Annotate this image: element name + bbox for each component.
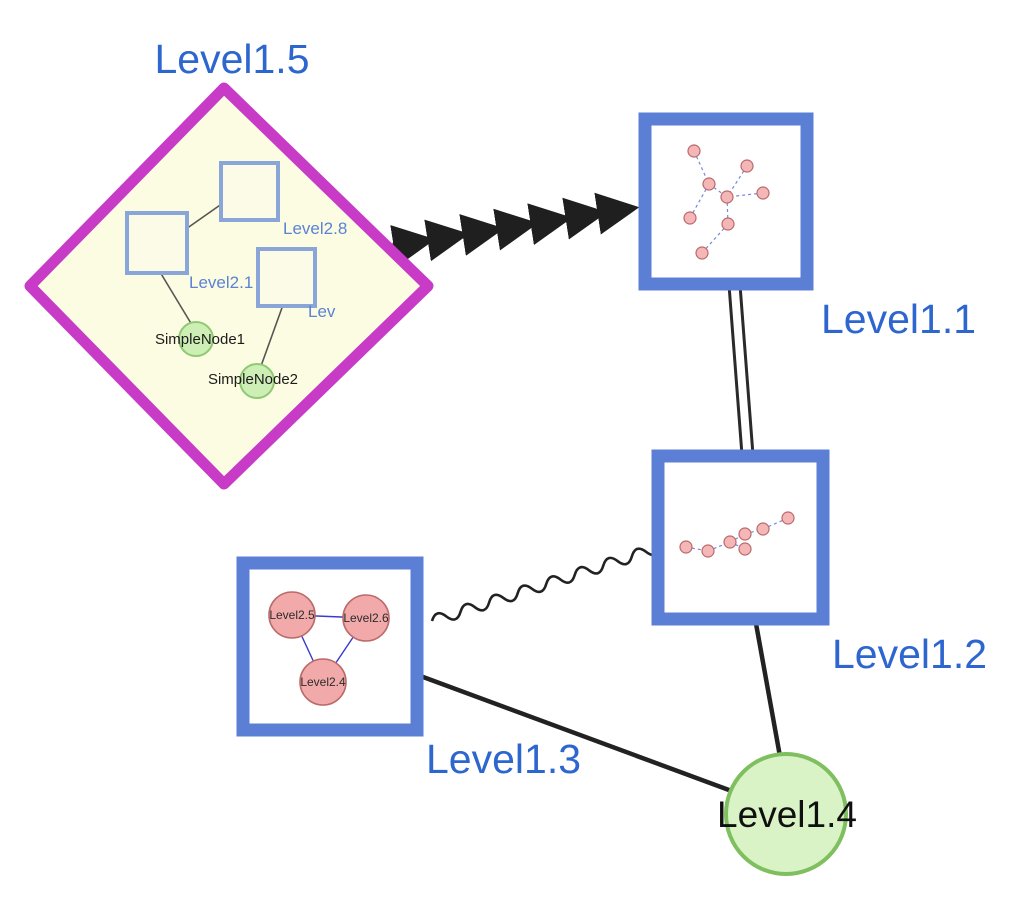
node-level1-4[interactable]: [724, 752, 848, 876]
node-lev-label: Lev: [308, 302, 336, 321]
edge-level1-3-to-level1-4[interactable]: [414, 671, 757, 803]
edge-level1-1-to-level1-2[interactable]: [727, 284, 755, 456]
node-level1-2-label: Level1.2: [832, 631, 987, 677]
node-level2-4-label: Level2.4: [300, 675, 346, 689]
group-node-level1-5[interactable]: Level2.8 Level2.1 Lev SimpleNode1 Simple…: [24, 82, 434, 490]
group-node-level1-5-shape[interactable]: [24, 82, 434, 490]
node-level1-2-mini-nodes[interactable]: [679, 511, 795, 558]
edge-level1-5-to-level1-1[interactable]: [390, 192, 640, 267]
node-lev[interactable]: [256, 247, 317, 308]
node-level2-8-label: Level2.8: [283, 219, 347, 238]
node-level2-1[interactable]: [125, 211, 189, 275]
edge-level1-3-to-level1-2[interactable]: [430, 542, 662, 626]
node-level1-2[interactable]: [651, 449, 830, 626]
node-level1-3[interactable]: Level2.5 Level2.6 Level2.4: [236, 556, 424, 737]
inner-edge-level2-1-to-simplenode1[interactable]: [159, 271, 193, 326]
node-level1-4-label: Level1.4: [717, 794, 857, 835]
inner-edge-lev-to-simplenode2[interactable]: [260, 304, 284, 367]
node-level2-6[interactable]: [342, 594, 390, 642]
node-level1-1-label: Level1.1: [821, 296, 976, 342]
node-level2-5-label: Level2.5: [269, 608, 315, 622]
node-level1-3-label: Level1.3: [426, 736, 581, 782]
group-node-level1-5-label: Level1.5: [154, 36, 309, 82]
node-level2-8[interactable]: [219, 161, 280, 222]
node-level1-1-mini-nodes[interactable]: [683, 144, 770, 260]
node-level2-5[interactable]: [268, 591, 316, 639]
node-level2-6-label: Level2.6: [343, 611, 389, 625]
node-simplenode1[interactable]: [178, 321, 214, 357]
node-simplenode2-label: SimpleNode2: [208, 371, 298, 388]
node-level2-4[interactable]: [299, 658, 347, 706]
edge-level1-2-to-level1-4[interactable]: [752, 617, 784, 763]
node-level1-3-shape[interactable]: [236, 556, 424, 737]
node-level2-1-label: Level2.1: [189, 273, 253, 292]
inner-edge-level2-1-to-level2-8[interactable]: [185, 202, 224, 230]
node-level1-1[interactable]: [638, 112, 814, 291]
node-simplenode2[interactable]: [239, 363, 275, 399]
node-simplenode1-label: SimpleNode1: [155, 331, 245, 348]
